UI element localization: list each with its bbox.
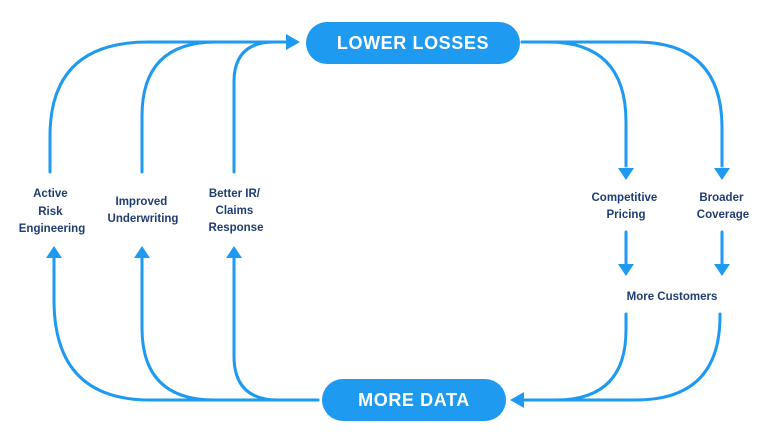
arrow-heads [46,34,730,408]
lower-losses-node: LOWER LOSSES [306,22,520,64]
broader-coverage-label: Broader Coverage [697,192,749,221]
arrowhead-up-better-ir [226,246,242,258]
more-data-pill [322,379,506,421]
broader-coverage-line-2: Coverage [697,209,749,221]
broader-coverage-node: Broader Coverage [697,192,749,221]
better-ir-claims-response-label: Better IR/ Claims Response [209,188,264,234]
active-risk-engineering-label: Active Risk Engineering [19,188,85,235]
arrowhead-down-coverage [714,168,730,180]
underwriting-line-2: Underwriting [108,213,179,225]
arrow-active-risk-to-lower-losses [48,40,290,174]
lower-losses-label: LOWER LOSSES [337,33,489,53]
arrow-lower-losses-to-pricing [520,40,628,168]
arrowhead-down-coverage-customers [714,264,730,276]
active-risk-line-1: Active [33,188,68,200]
better-ir-claims-response-node: Better IR/ Claims Response [209,188,264,234]
broader-coverage-line-1: Broader [699,192,744,204]
better-ir-line-3: Response [209,222,264,234]
competitive-pricing-line-1: Competitive [591,192,657,204]
active-risk-line-3: Engineering [19,223,85,235]
improved-underwriting-label: Improved Underwriting [108,196,179,225]
arrow-lower-losses-to-coverage [520,40,724,168]
arrow-better-ir-to-lower-losses [232,40,290,174]
better-ir-line-1: Better IR/ [209,188,261,200]
connectors [48,40,724,402]
arrowhead-up-active-risk [46,246,62,258]
active-risk-line-2: Risk [38,206,63,218]
arrowhead-down-pricing-customers [618,264,634,276]
underwriting-line-1: Improved [116,196,168,208]
arrowhead-into-more-data [510,392,524,408]
arrow-customers-to-more-data-1 [520,312,628,402]
lower-losses-pill [306,22,520,64]
arrow-more-data-to-active-risk [52,254,320,402]
improved-underwriting-node: Improved Underwriting [108,196,179,225]
arrow-underwriting-to-lower-losses [140,40,290,174]
better-ir-line-2: Claims [216,205,254,217]
arrow-more-data-to-underwriting [140,254,320,402]
competitive-pricing-node: Competitive Pricing [591,192,660,221]
arrow-more-data-to-better-ir [232,254,320,402]
competitive-pricing-label: Competitive Pricing [591,192,660,221]
more-data-node: MORE DATA [322,379,506,421]
more-customers-node: More Customers [627,291,718,303]
arrowhead-down-pricing [618,168,634,180]
active-risk-engineering-node: Active Risk Engineering [19,188,85,235]
more-data-label: MORE DATA [358,390,470,410]
arrowhead-into-lower-losses [286,34,300,50]
arrow-customers-to-more-data-2 [520,312,722,402]
competitive-pricing-line-2: Pricing [607,209,646,221]
more-customers-label: More Customers [627,291,718,303]
arrowhead-up-underwriting [134,246,150,258]
